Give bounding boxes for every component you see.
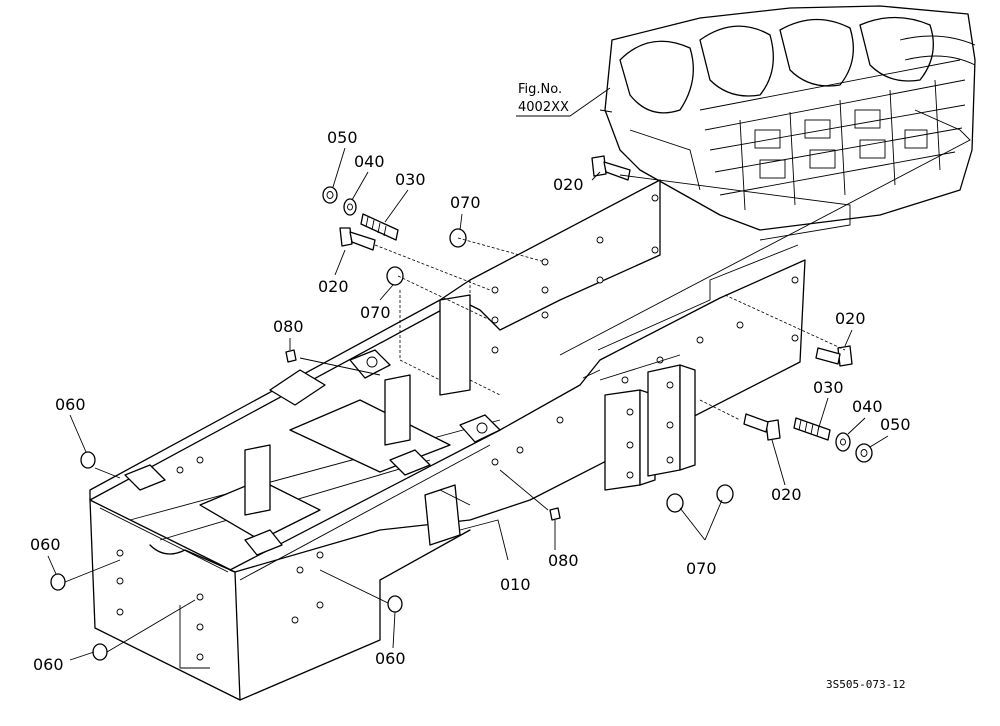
callout-020-c: 020 xyxy=(835,309,866,328)
callout-050-b: 050 xyxy=(880,415,911,434)
label-leaders xyxy=(47,147,889,661)
bolt-060-c xyxy=(92,643,108,661)
nut-070-lower-a xyxy=(666,493,684,513)
nut-050-lower xyxy=(855,443,873,463)
washer-040-upper xyxy=(343,198,357,216)
callout-070-a: 070 xyxy=(450,193,481,212)
callout-080-a: 080 xyxy=(273,317,304,336)
washer-040-lower xyxy=(835,432,851,452)
callout-020-b: 020 xyxy=(318,277,349,296)
nut-050-upper xyxy=(322,186,338,204)
screw-080-upper xyxy=(285,349,297,363)
callout-070-c: 070 xyxy=(686,559,717,578)
bolt-020-upper-left xyxy=(339,227,376,251)
callouts: 010 020 020 020 020 030 030 040 040 050 … xyxy=(30,128,911,674)
assembly-lines xyxy=(94,109,971,561)
callout-030-a: 030 xyxy=(395,170,426,189)
main-frame xyxy=(89,179,806,701)
callout-060-c: 060 xyxy=(33,655,64,674)
callout-080-b: 080 xyxy=(548,551,579,570)
callout-050-a: 050 xyxy=(327,128,358,147)
callout-060-d: 060 xyxy=(375,649,406,668)
figure-reference: Fig.No. 4002XX xyxy=(516,82,611,117)
callout-020-d: 020 xyxy=(771,485,802,504)
callout-020-a: 020 xyxy=(553,175,584,194)
bolt-020-upper xyxy=(591,155,631,181)
drawing-code: 3S505-073-12 xyxy=(826,678,905,691)
mount-blocks xyxy=(604,364,696,491)
bolt-060-b xyxy=(50,573,66,591)
callout-060-a: 060 xyxy=(55,395,86,414)
stud-030-lower xyxy=(793,417,831,441)
callout-040-b: 040 xyxy=(852,397,883,416)
figure-ref-line1: Fig.No. xyxy=(518,82,562,97)
stud-030-upper xyxy=(360,213,399,241)
bolt-060-a xyxy=(80,451,96,469)
engine-block xyxy=(604,5,976,231)
callout-030-b: 030 xyxy=(813,378,844,397)
nut-070-mid xyxy=(386,266,404,286)
callout-070-b: 070 xyxy=(360,303,391,322)
fasteners xyxy=(50,155,873,661)
callout-060-b: 060 xyxy=(30,535,61,554)
nut-070-lower-b xyxy=(716,484,734,504)
bolt-020-right-upper xyxy=(815,345,853,367)
callout-010: 010 xyxy=(500,575,531,594)
bolt-060-d xyxy=(387,595,403,613)
callout-040-a: 040 xyxy=(354,152,385,171)
screw-080-lower xyxy=(549,507,561,521)
bolt-020-right-lower xyxy=(743,413,781,441)
figure-ref-line2: 4002XX xyxy=(518,100,569,115)
